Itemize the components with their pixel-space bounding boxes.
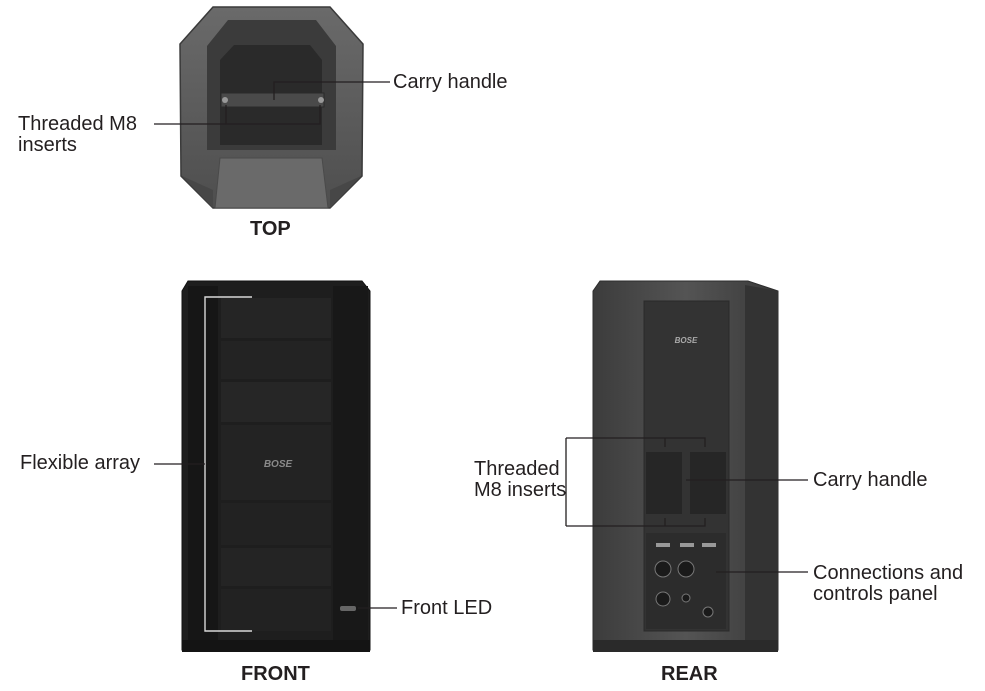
rear-carry-handle-label: Carry handle: [813, 469, 928, 491]
connections-label-line1: Connections and: [813, 562, 964, 584]
top-carry-handle-leader: [273, 81, 390, 100]
front-led-label: Front LED: [401, 597, 493, 619]
front-caption: FRONT: [241, 663, 310, 685]
rear-view-speaker: BOSE: [592, 280, 779, 652]
rear-bose-logo: BOSE: [675, 336, 698, 345]
rear-inserts-bottom-leader: [566, 518, 706, 527]
front-led: [340, 606, 356, 611]
connections-label-line2: controls panel: [813, 583, 938, 605]
front-bose-logo: BOSE: [264, 459, 293, 470]
rear-caption: REAR: [661, 663, 718, 685]
top-carry-handle-label: Carry handle: [393, 71, 508, 93]
rear-handle-right: [690, 452, 726, 514]
front-view-speaker: BOSE: [181, 280, 371, 652]
rear-handle-left: [646, 452, 682, 514]
rear-inserts-top-leader: [566, 437, 706, 447]
connections-panel: [646, 533, 726, 629]
rear-inserts-label-line1: Threaded: [474, 458, 560, 480]
rear-inserts-label-line2: M8 inserts: [474, 479, 567, 501]
top-insert-right: [318, 97, 324, 103]
top-insert-left: [222, 97, 228, 103]
top-inserts-label-line1: Threaded M8: [18, 113, 137, 135]
flexible-array-label: Flexible array: [20, 452, 141, 474]
top-carry-handle: [220, 92, 325, 108]
top-inserts-label-line2: inserts: [18, 134, 77, 156]
top-view-speaker: [179, 6, 364, 209]
top-caption: TOP: [250, 218, 291, 240]
top-inserts-leader: [225, 105, 321, 125]
